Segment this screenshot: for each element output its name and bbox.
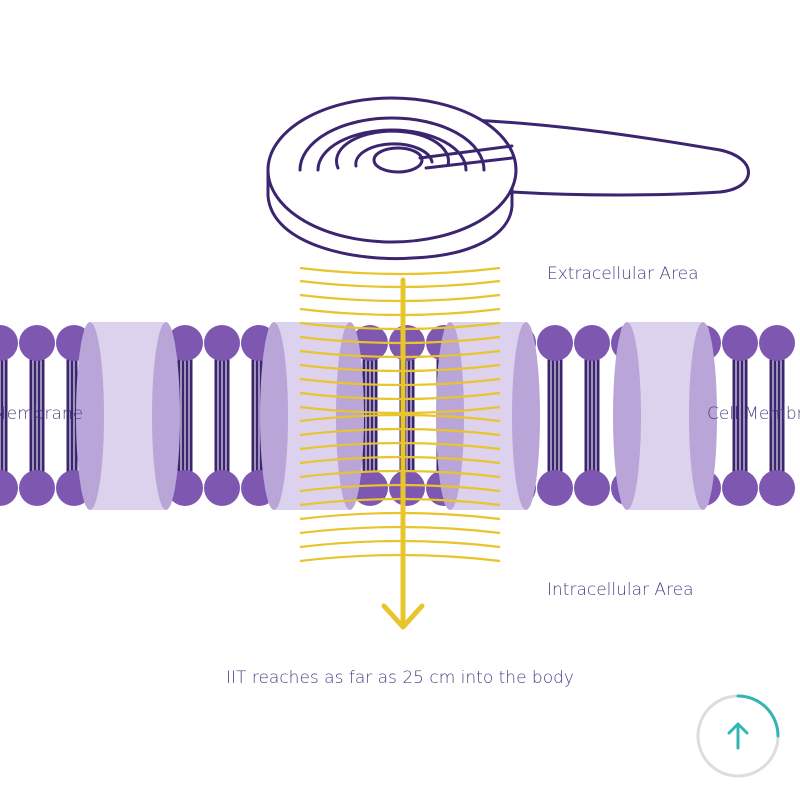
field-wave [299, 483, 501, 493]
phospholipid-head [0, 325, 18, 361]
phospholipid-head [19, 325, 55, 361]
phospholipid-head [537, 325, 573, 361]
field-wave [299, 525, 501, 535]
phospholipid-head [759, 470, 795, 506]
protein-side-right [152, 322, 180, 510]
field-wave [299, 469, 501, 479]
phospholipid-head [204, 470, 240, 506]
phospholipid-head [0, 470, 18, 506]
field-wave [299, 266, 501, 276]
phospholipid-head [574, 470, 610, 506]
field-wave [299, 279, 501, 289]
protein-side-right [689, 322, 717, 510]
membrane-label-left: Membrane [0, 404, 84, 424]
protein-body [621, 322, 709, 510]
field-wave [299, 511, 501, 521]
field-wave [299, 363, 501, 373]
field-wave [299, 405, 501, 415]
caption-text: IIT reaches as far as 25 cm into the bod… [226, 668, 574, 688]
membrane-protein [76, 322, 180, 510]
field-wave [299, 497, 501, 507]
field-wave [299, 391, 501, 401]
field-wave [299, 441, 501, 451]
arrow-down-icon [381, 277, 425, 630]
phospholipid-head [574, 325, 610, 361]
protein-side-left [76, 322, 104, 510]
protein-side-right [512, 322, 540, 510]
extracellular-area-label: Extracellular Area [547, 264, 699, 284]
phospholipid-head [19, 470, 55, 506]
intracellular-area-label: Intracellular Area [547, 580, 694, 600]
phospholipid-head [204, 325, 240, 361]
phospholipid-head [759, 325, 795, 361]
protein-body [84, 322, 172, 510]
arrow-head [381, 603, 425, 630]
field-wave [299, 455, 501, 465]
magnetic-coil-device-icon [266, 96, 750, 261]
protein-side-left [613, 322, 641, 510]
field-wave [299, 349, 501, 359]
field-wave [299, 539, 501, 549]
field-wave [299, 293, 501, 303]
membrane-protein [613, 322, 717, 510]
field-wave [299, 321, 501, 331]
phospholipid-head [352, 470, 388, 506]
field-wave [299, 553, 501, 563]
field-wave [299, 427, 501, 437]
field-wave [299, 413, 501, 423]
phospholipid-head [537, 470, 573, 506]
field-wave [299, 307, 501, 317]
field-wave [299, 335, 501, 345]
phospholipid-head [389, 470, 425, 506]
arrow-up-icon [696, 694, 780, 778]
protein-side-left [260, 322, 288, 510]
phospholipid-head [722, 470, 758, 506]
scroll-to-top-button[interactable] [692, 690, 784, 782]
phospholipid-head [722, 325, 758, 361]
cell-membrane-label-right: Cell Membr [707, 404, 800, 424]
field-wave [299, 377, 501, 387]
magnetic-field-waves [299, 266, 501, 563]
